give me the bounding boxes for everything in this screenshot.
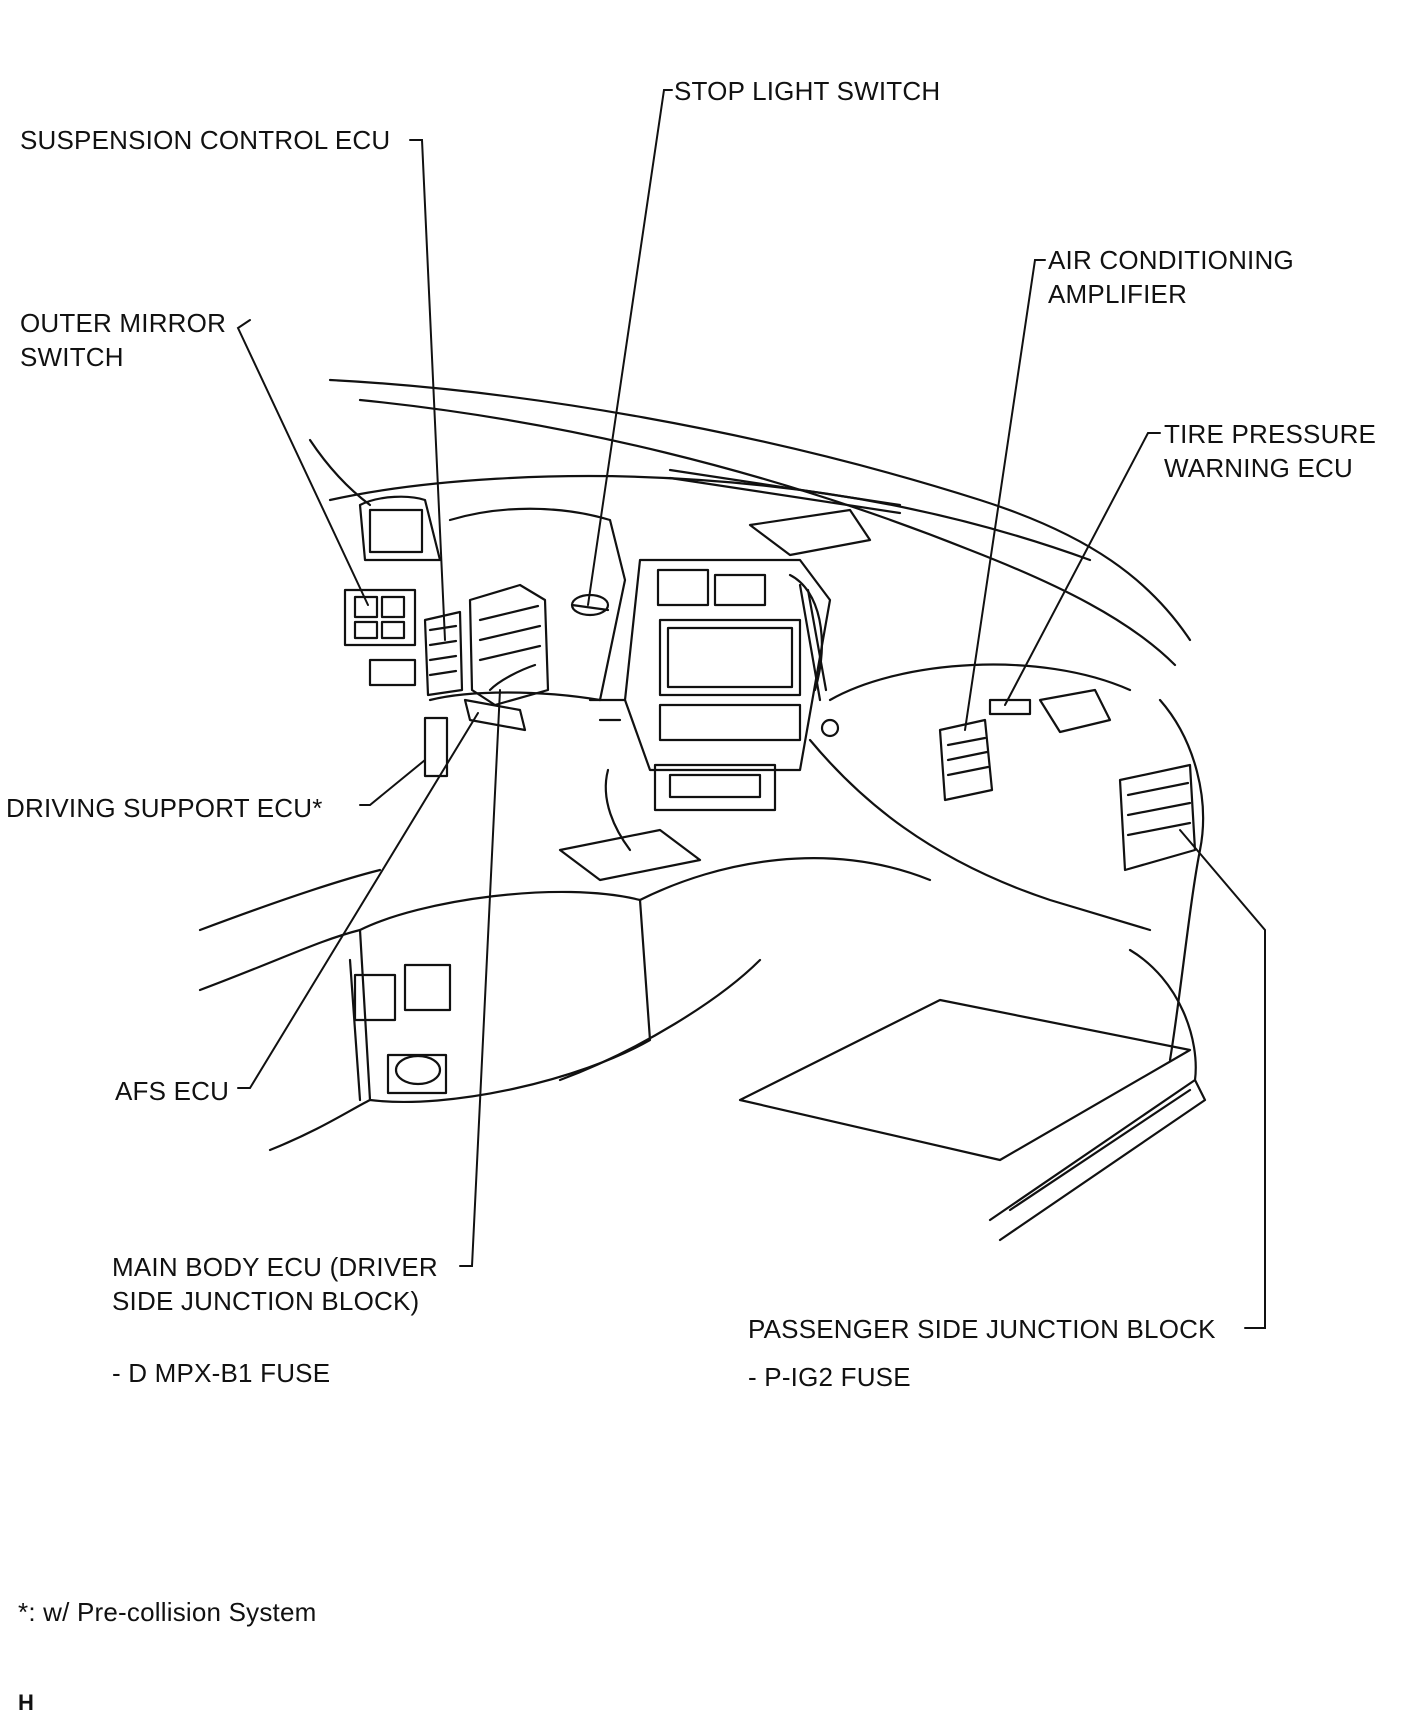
- dash-lip: [328, 474, 1092, 562]
- leader-driving-support: [359, 759, 426, 806]
- leader-main-body: [459, 689, 501, 1267]
- dash-top-edge: [328, 378, 1192, 642]
- cup-holder: [394, 1054, 442, 1086]
- center-speaker: [748, 508, 872, 557]
- shift-lever: [604, 768, 632, 852]
- cluster-window: [368, 508, 424, 554]
- ac-amplifier-shape: [938, 718, 994, 802]
- label-passenger-fuse: - P-IG2 FUSE: [748, 1362, 911, 1392]
- label-outer-mirror-line2: SWITCH: [20, 342, 124, 372]
- left-switch-panel: [343, 588, 417, 647]
- rear-vent-right: [403, 963, 452, 1012]
- label-main-body-fuse: - D MPX-B1 FUSE: [112, 1358, 331, 1388]
- door-sill: [988, 1078, 1207, 1242]
- figure-code: H: [18, 1690, 35, 1715]
- center-vent-left: [656, 568, 710, 607]
- label-ac-amplifier-line1: AIR CONDITIONING: [1048, 245, 1294, 275]
- rear-vent-left: [353, 973, 397, 1022]
- outer-mirror-switch-shape: [353, 595, 379, 619]
- nav-screen: [658, 618, 802, 697]
- leader-stop-light: [587, 89, 673, 606]
- label-passenger-junction-block: PASSENGER SIDE JUNCTION BLOCK: [748, 1314, 1216, 1344]
- driving-support-ecu-shape: [423, 716, 449, 778]
- lower-left-panel: [368, 658, 417, 687]
- label-tire-pressure-line1: TIRE PRESSURE: [1164, 419, 1377, 449]
- suspension-ecu-shape: [423, 610, 464, 697]
- glove-box-line: [828, 663, 1132, 702]
- label-outer-mirror-line1: OUTER MIRROR: [20, 308, 227, 338]
- label-main-body-ecu-line1: MAIN BODY ECU (DRIVER: [112, 1252, 438, 1282]
- defroster-vent: [668, 468, 902, 507]
- label-main-body-ecu-line2: SIDE JUNCTION BLOCK): [112, 1286, 420, 1316]
- cluster-hood: [358, 495, 442, 562]
- label-driving-support-ecu: DRIVING SUPPORT ECU*: [6, 793, 323, 823]
- main-body-ecu-shape: [468, 583, 550, 707]
- label-ac-amplifier-line2: AMPLIFIER: [1048, 279, 1188, 309]
- dash-top-edge-2: [358, 398, 1177, 667]
- leader-ac-amplifier: [964, 259, 1046, 731]
- passenger-floor: [738, 998, 1192, 1162]
- label-stop-light-switch: STOP LIGHT SWITCH: [674, 76, 941, 106]
- leader-passenger-junction: [1179, 829, 1266, 1329]
- leader-suspension-ecu: [409, 139, 446, 641]
- label-suspension-control-ecu: SUSPENSION CONTROL ECU: [20, 125, 391, 155]
- label-afs-ecu: AFS ECU: [115, 1076, 230, 1106]
- center-console: [358, 890, 652, 1103]
- footnote: *: w/ Pre-collision System: [18, 1597, 317, 1627]
- label-tire-pressure-line2: WARNING ECU: [1164, 453, 1354, 483]
- leader-tire-pressure: [1004, 432, 1161, 706]
- passenger-junction-block-shape: [1118, 763, 1197, 872]
- column-cover: [448, 507, 627, 702]
- leader-outer-mirror: [236, 319, 369, 606]
- climate-panel: [658, 703, 802, 742]
- leader-afs-ecu: [237, 712, 479, 1089]
- passenger-vent: [1038, 688, 1112, 734]
